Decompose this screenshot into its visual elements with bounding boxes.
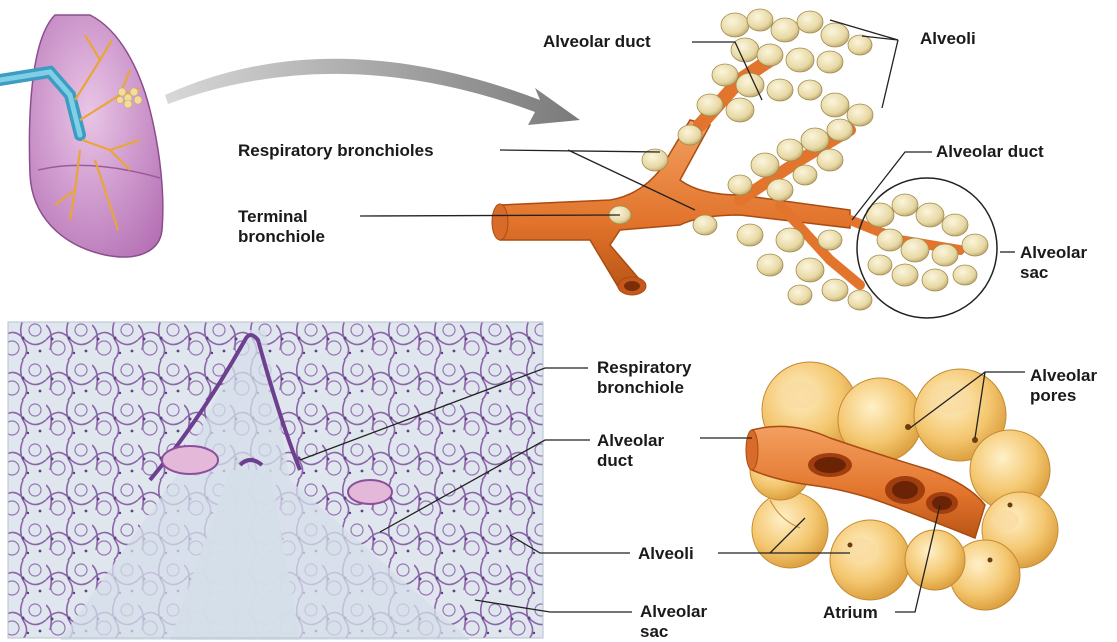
label-respiratory-bronchiole-line2: bronchiole: [597, 378, 684, 397]
label-alveolar-sac-right: Alveolar sac: [1020, 243, 1117, 283]
leader-lines: [299, 19, 1025, 613]
label-alveoli-top: Alveoli: [920, 29, 976, 48]
label-alveolar-duct-mid-line2: duct: [597, 451, 633, 470]
label-alveolar-duct-mid-line1: Alveolar: [597, 431, 665, 450]
label-alveolar-sac-bottom-line2: sac: [640, 622, 669, 641]
label-terminal-bronchiole-line1: Terminal: [238, 207, 308, 226]
label-atrium: Atrium: [823, 603, 878, 622]
label-respiratory-bronchiole-line1: Respiratory: [597, 358, 692, 377]
histology-micrograph: [7, 321, 544, 640]
zoom-arrow: [165, 58, 580, 125]
label-alveolar-sac-bottom: Alveolar sac: [640, 602, 780, 642]
label-alveolar-pores-line1: Alveolar: [1030, 366, 1098, 385]
label-alveolar-pores: Alveolar pores: [1030, 366, 1110, 406]
label-terminal-bronchiole-line2: bronchiole: [238, 227, 325, 246]
label-alveolar-pores-line2: pores: [1030, 386, 1077, 405]
label-alveolar-duct-mid: Alveolar duct: [597, 431, 737, 471]
label-respiratory-bronchiole: Respiratory bronchiole: [597, 358, 737, 398]
alveolar-cluster-illustration: [745, 361, 1059, 611]
label-terminal-bronchiole: Terminal bronchiole: [238, 207, 378, 247]
lung-illustration: [0, 14, 164, 258]
label-alveolar-sac-right-line1: Alveolar: [1020, 243, 1088, 262]
label-alveoli-bottom: Alveoli: [638, 544, 694, 563]
label-alveolar-duct-top: Alveolar duct: [543, 32, 651, 51]
label-alveolar-sac-right-line2: sac: [1020, 263, 1049, 282]
label-respiratory-bronchioles: Respiratory bronchioles: [238, 141, 434, 160]
alveolar-sac-highlight-circle: [856, 177, 998, 319]
bronchiole-tree: [491, 8, 998, 319]
label-alveolar-duct-right: Alveolar duct: [936, 142, 1044, 161]
label-alveolar-sac-bottom-line1: Alveolar: [640, 602, 708, 621]
